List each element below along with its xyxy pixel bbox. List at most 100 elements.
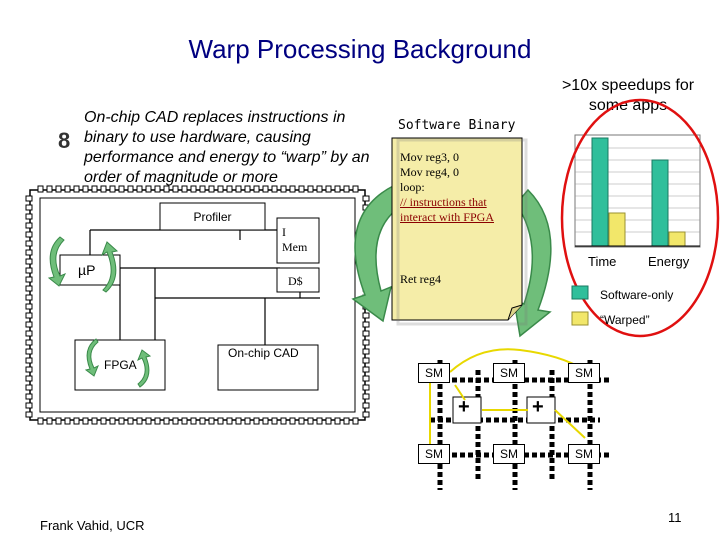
legend-label-warped: “Warped” <box>600 313 650 327</box>
chip-pin <box>91 185 98 193</box>
fpga-cycle-arrows <box>84 338 152 388</box>
chip-pin <box>362 411 370 418</box>
chip-pin <box>25 195 33 202</box>
chip-pin <box>199 185 206 193</box>
chip-pin <box>25 411 33 418</box>
code-line: Mov reg3, 0 <box>400 150 459 164</box>
chip-pin <box>25 348 33 355</box>
chip-pin <box>163 417 170 425</box>
sm-cell: SM <box>493 363 525 383</box>
chip-pin <box>253 185 260 193</box>
legend-swatch-software <box>571 285 589 300</box>
chip-pin <box>25 240 33 247</box>
chip-pin <box>73 417 80 425</box>
chip-pin <box>253 417 260 425</box>
chip-pin <box>362 375 370 382</box>
code-highlight-line: // instructions that <box>400 195 487 209</box>
code-last-line: Ret reg4 <box>400 272 441 286</box>
chip-pin <box>199 417 206 425</box>
chip-pin <box>25 393 33 400</box>
chip-pin <box>190 417 197 425</box>
chip-pin <box>362 384 370 391</box>
code-highlight-line: interact with FPGA <box>400 210 494 224</box>
chip-pin <box>325 417 332 425</box>
chip-pin <box>46 417 53 425</box>
chip-pin <box>25 312 33 319</box>
sm-cell: SM <box>418 363 450 383</box>
chip-pin <box>73 185 80 193</box>
chip-pin <box>362 357 370 364</box>
chip-pin <box>172 185 179 193</box>
chip-pin <box>25 213 33 220</box>
chip-pin <box>181 185 188 193</box>
chip-pin <box>343 417 350 425</box>
chip-pin <box>190 185 197 193</box>
chip-diagram <box>25 185 370 425</box>
chip-pin <box>37 185 44 193</box>
chip-pin <box>181 417 188 425</box>
chip-pin <box>82 185 89 193</box>
fpga-label: FPGA <box>104 358 137 372</box>
sm-cell: SM <box>493 444 525 464</box>
chip-pin <box>55 185 62 193</box>
processor-label: µP <box>78 262 96 278</box>
code-block: Mov reg3, 0 Mov reg4, 0 loop: // instruc… <box>400 150 520 225</box>
chip-pin <box>25 222 33 229</box>
chip-pin <box>25 330 33 337</box>
highlight-oval <box>560 98 720 338</box>
adder-plus: + <box>532 396 544 418</box>
chip-pin <box>271 185 278 193</box>
chip-pin <box>25 267 33 274</box>
chip-pin <box>334 417 341 425</box>
chip-pin <box>82 417 89 425</box>
chip-pin <box>316 417 323 425</box>
chip-pin <box>25 231 33 238</box>
dcache-label: D$ <box>288 274 303 288</box>
page-number: 11 <box>668 510 682 525</box>
chip-pin <box>298 185 305 193</box>
chip-pin <box>109 185 116 193</box>
software-binary-note <box>391 137 528 326</box>
chip-pin <box>136 417 143 425</box>
code-line: Mov reg4, 0 <box>400 165 459 179</box>
chip-pin <box>25 321 33 328</box>
chip-pin <box>25 339 33 346</box>
chip-pin <box>118 417 125 425</box>
chip-pin <box>100 417 107 425</box>
chip-pin <box>235 185 242 193</box>
chip-pin <box>25 384 33 391</box>
fpga-fabric <box>420 348 610 490</box>
chip-pin <box>25 258 33 265</box>
chip-pin <box>64 185 71 193</box>
chip-pin <box>25 357 33 364</box>
chip-pin <box>25 285 33 292</box>
chip-pin <box>217 185 224 193</box>
bar-time-warped <box>608 212 626 247</box>
chip-pin <box>352 417 359 425</box>
chip-pin <box>136 185 143 193</box>
chip-pin <box>280 185 287 193</box>
chip-pin <box>25 276 33 283</box>
chip-pin <box>362 366 370 373</box>
chip-pin <box>145 417 152 425</box>
chip-pin <box>362 402 370 409</box>
imem-label-1: I <box>282 225 286 239</box>
adder-plus: + <box>458 396 470 418</box>
chip-pin <box>25 303 33 310</box>
chip-pin <box>208 185 215 193</box>
chip-pin <box>289 417 296 425</box>
chip-pin <box>298 417 305 425</box>
chip-pin <box>244 417 251 425</box>
chip-pin <box>64 417 71 425</box>
chip-pin <box>226 417 233 425</box>
chip-pin <box>307 417 314 425</box>
on-chip-cad-label: On-chip CAD <box>228 346 299 360</box>
chip-pin <box>280 417 287 425</box>
chip-pin <box>362 321 370 328</box>
chart-category-energy: Energy <box>648 254 690 269</box>
sm-cell: SM <box>568 363 600 383</box>
chart-category-time: Time <box>588 254 617 269</box>
chip-pin <box>25 204 33 211</box>
chip-pin <box>145 185 152 193</box>
chip-pin <box>325 185 332 193</box>
